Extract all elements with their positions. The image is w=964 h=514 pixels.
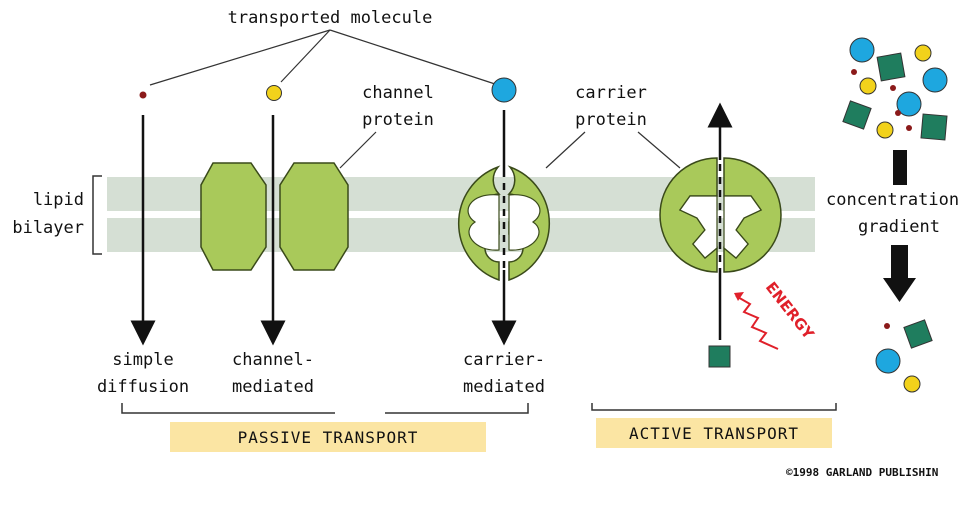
active-transport-label: ACTIVE TRANSPORT (629, 424, 799, 443)
gradient-blue-molecule-2 (922, 67, 948, 93)
leader-line-carrier (329, 29, 496, 85)
gradient-bar (893, 150, 907, 185)
gradient-small-molecule-1 (851, 69, 857, 75)
channel-mediated-label-1: channel- (232, 350, 314, 370)
carrier-leader-left (545, 131, 586, 169)
gradient-blue-molecule-3 (896, 91, 922, 117)
carrier-mediated-label-2: mediated (463, 377, 545, 397)
gradient-arrow-head (883, 278, 916, 302)
lipid-bilayer-bracket (92, 175, 102, 255)
energy-squiggle (735, 295, 779, 350)
passive-transport-label: PASSIVE TRANSPORT (238, 428, 419, 447)
square-molecule-active (708, 345, 731, 368)
energy-arrowhead (734, 292, 744, 301)
passive-bracket (121, 403, 529, 414)
gradient-small-molecule-5 (884, 323, 890, 329)
passive-band (170, 422, 486, 452)
lipid-label: lipid (33, 190, 84, 210)
channel-protein-label: protein (362, 110, 434, 130)
channel-label: channel (362, 83, 434, 103)
active-binding-site (679, 195, 762, 259)
gradient-yellow-molecule-2 (859, 77, 877, 95)
diffusion-label: diffusion (97, 377, 189, 397)
concentration-label: concentration (826, 190, 959, 210)
gradient-blue-molecule-1 (849, 37, 875, 63)
active-bracket (591, 403, 837, 411)
gradient-small-molecule-2 (890, 85, 896, 91)
energy-label: ENERGY (762, 278, 818, 343)
carrier-leader-right (637, 131, 681, 169)
gradient-small-molecule-4 (906, 125, 912, 131)
channel-protein-leader (339, 131, 377, 169)
yellow-molecule (266, 85, 282, 101)
gradient-yellow-molecule-3 (876, 121, 894, 139)
gradient-square-molecule-4 (903, 319, 933, 349)
carrier-mediated-label-1: carrier- (463, 350, 545, 370)
gradient-arrow-shaft (891, 245, 908, 280)
small-molecule (139, 91, 147, 99)
gradient-blue-molecule-4 (875, 348, 901, 374)
leader-line-simple (149, 29, 331, 86)
gradient-yellow-molecule-4 (903, 375, 921, 393)
gradient-square-molecule-2 (842, 100, 872, 130)
channel-protein-right (279, 162, 349, 271)
leader-line-channel (280, 29, 331, 83)
gradient-label: gradient (858, 217, 940, 237)
copyright-label: ©1998 GARLAND PUBLISHIN (786, 466, 938, 479)
channel-protein-left (200, 162, 267, 271)
gradient-small-molecule-3 (895, 110, 901, 116)
carrier-label: carrier (575, 83, 647, 103)
gradient-square-molecule-1 (876, 52, 906, 82)
bilayer-label: bilayer (12, 218, 84, 238)
transported-molecule-label: transported molecule (228, 8, 433, 28)
carrier-protein-label: protein (575, 110, 647, 130)
simple-label: simple (112, 350, 173, 370)
active-band (596, 418, 832, 448)
channel-mediated-label-2: mediated (232, 377, 314, 397)
carrier-binding-site (467, 194, 541, 251)
gradient-yellow-molecule-1 (914, 44, 932, 62)
gradient-square-molecule-3 (920, 113, 948, 141)
blue-molecule (491, 77, 517, 103)
